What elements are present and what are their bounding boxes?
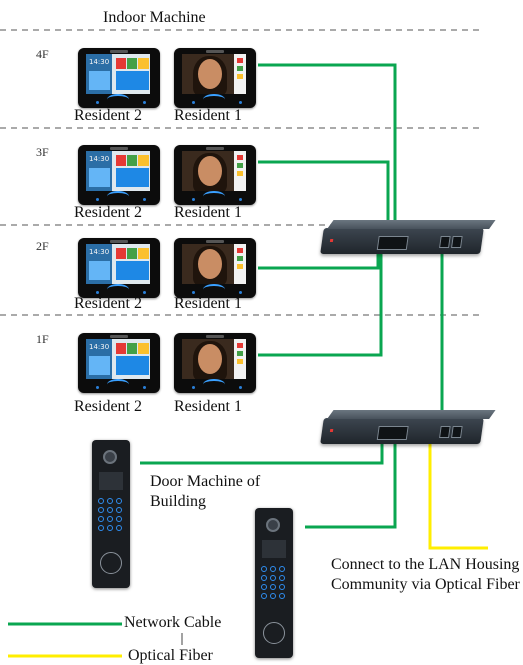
indoor-monitor-resident-2-1f: 14:30 — [78, 333, 160, 393]
floor-label-4f: 4F — [36, 47, 49, 61]
resident-1-label-4f: Resident 1 — [174, 107, 242, 124]
resident-2-label-2f: Resident 2 — [74, 295, 142, 312]
network-cables — [8, 63, 444, 626]
resident-1-label-3f: Resident 1 — [174, 204, 242, 221]
cable-2f — [258, 254, 380, 270]
floor-label-3f: 3F — [36, 145, 49, 159]
cable-door-unit — [305, 436, 397, 529]
indoor-machine-title: Indoor Machine — [103, 9, 206, 26]
fiber-to-lan — [428, 434, 488, 550]
resident-1-label-1f: Resident 1 — [174, 398, 242, 415]
legend-optical-fiber-label: Optical Fiber — [128, 647, 213, 664]
card-reader-icon — [100, 552, 122, 574]
floor-label-1f: 1F — [36, 332, 49, 346]
floor-label-2f: 2F — [36, 239, 49, 253]
indoor-monitor-resident-2-2f: 14:30 — [78, 238, 160, 298]
indoor-monitor-resident-2-4f: 14:30 — [78, 48, 160, 108]
cable-4f — [258, 63, 397, 240]
indoor-monitor-resident-1-2f — [174, 238, 256, 298]
monitor-menu-screen: 14:30 — [86, 54, 150, 94]
monitor-menu-screen: 14:30 — [86, 339, 150, 379]
switch-port-bank — [376, 236, 409, 250]
indoor-monitor-resident-1-3f — [174, 145, 256, 205]
door-machine-building — [92, 440, 130, 588]
resident-2-label-1f: Resident 2 — [74, 398, 142, 415]
cable-door-building — [140, 436, 384, 465]
network-switch-lower — [320, 410, 496, 444]
switch-port-bank — [376, 426, 409, 440]
cable-1f — [258, 254, 383, 357]
monitor-menu-screen: 14:30 — [86, 244, 150, 284]
optical-fiber-lines — [8, 434, 488, 658]
door-machine-building-label: Door Machine of Building — [150, 473, 261, 510]
indoor-monitor-resident-2-3f: 14:30 — [78, 145, 160, 205]
network-switch-upper — [320, 220, 496, 254]
lan-connection-label: Connect to the LAN Housing Community via… — [331, 556, 520, 593]
cable-3f — [258, 160, 390, 240]
indoor-monitor-resident-1-1f — [174, 333, 256, 393]
monitor-video-screen — [182, 339, 246, 379]
legend-network-cable-label: Network Cable — [124, 614, 222, 631]
card-reader-icon — [263, 622, 285, 644]
resident-2-label-3f: Resident 2 — [74, 204, 142, 221]
door-machine-unit — [255, 508, 293, 658]
resident-1-label-2f: Resident 1 — [174, 295, 242, 312]
monitor-video-screen — [182, 244, 246, 284]
indoor-monitor-resident-1-4f — [174, 48, 256, 108]
monitor-video-screen — [182, 54, 246, 94]
resident-2-label-4f: Resident 2 — [74, 107, 142, 124]
monitor-menu-screen: 14:30 — [86, 151, 150, 191]
monitor-video-screen — [182, 151, 246, 191]
